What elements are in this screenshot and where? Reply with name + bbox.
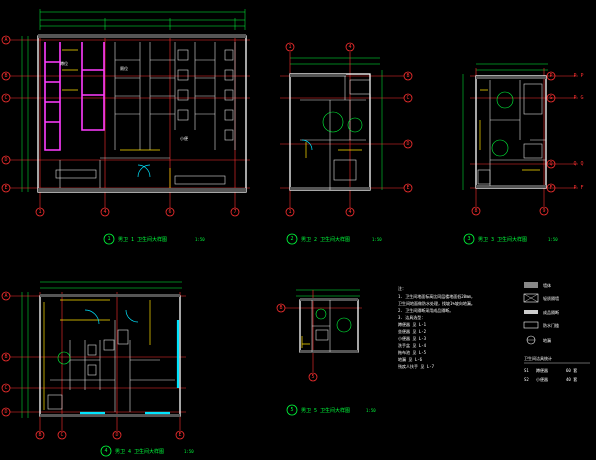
axis-label: Q (549, 161, 552, 167)
svg-text:小便: 小便 (180, 135, 188, 141)
note-line: 坐便器 见 L-2 (398, 328, 427, 334)
axis-label: A (4, 293, 7, 299)
svg-text:厕位: 厕位 (120, 65, 128, 71)
axis-label: G (580, 95, 583, 101)
legend-swatch-threshold (523, 321, 539, 329)
note-line: 2. 卫生间隔断采用成品隔断。 (398, 307, 453, 313)
legend-row-name: 小便器 (536, 376, 548, 382)
legend-label: 防水门槛 (543, 322, 559, 328)
legend-swatch-light-wall (523, 293, 539, 303)
axis-label: C (60, 432, 63, 438)
axis-label: Q (580, 161, 583, 167)
plan-title: 男卫 3 卫生间大样图 (478, 236, 527, 243)
plan-number: 1 (107, 236, 110, 242)
note-line: 蹲便器 见 L-1 (398, 321, 427, 327)
axis-label: G (549, 95, 552, 101)
legend-swatch-partition (524, 310, 538, 314)
plan-2: 1 4 B C D E 1 4 2 男卫 2 卫生间大样图 1:50 (280, 42, 413, 245)
axis-label: B (4, 354, 7, 360)
legend: 墙体 轻质隔墙 成品隔断 防水门槛 地漏 卫生间洁具统计 S1 蹲便器 60 套… (523, 282, 590, 382)
note-line: 拖布池 见 L-5 (398, 349, 427, 355)
axis-label: 4 (103, 209, 106, 215)
axis-label: D (406, 141, 409, 147)
plan-scale: 1:50 (548, 237, 558, 242)
axis-label: P (573, 73, 576, 79)
legend-label: 墙体 (543, 282, 551, 288)
plan-scale: 1:50 (372, 237, 382, 242)
axis-label: B (279, 305, 282, 311)
plan-title: 男卫 5 卫生间大样图 (301, 407, 350, 414)
plan-title: 男卫 4 卫生间大样图 (115, 448, 164, 455)
axis-label: C (406, 95, 409, 101)
plan-number: 3 (467, 236, 470, 242)
plan-number: 4 (104, 448, 107, 454)
axis-label: E (406, 185, 409, 191)
axis-label: Q (573, 161, 576, 167)
plan-number: 5 (290, 407, 293, 413)
note-line: 小便器 见 L-3 (398, 335, 427, 341)
plan-1: 蹲位 厕位 小便 A B C D E 1 4 6 7 1 男卫 1 卫生间大样图… (1, 9, 250, 245)
legend-label: 地漏 (543, 337, 551, 343)
note-line: 洗手盆 见 L-4 (398, 342, 427, 348)
axis-label: 4 (348, 44, 351, 50)
axis-label: E (4, 185, 7, 191)
plan-3: P G Q F P P P G Q Q P F 8 9 3 男卫 3 卫生间大样… (462, 63, 584, 245)
plan-5: B 5 5 男卫 5 卫生间大样图 1:50 (276, 289, 376, 416)
legend-row-name: 蹲便器 (536, 367, 548, 373)
axis-label: B (4, 73, 7, 79)
axis-label: A (4, 37, 7, 43)
svg-text:蹲位: 蹲位 (60, 60, 68, 66)
note-line: 卫生间地面做防水处理，找坡1%坡向地漏。 (398, 300, 475, 306)
axis-label: C (4, 385, 7, 391)
axis-label: 1 (288, 209, 291, 215)
general-notes: 注： 1. 卫生间地面标高比同层楼地面低20mm， 卫生间地面做防水处理，找坡1… (398, 285, 475, 369)
plan-scale: 1:50 (195, 237, 205, 242)
axis-label: P (573, 185, 576, 191)
legend-swatch-wall (524, 282, 538, 288)
axis-label: 1 (38, 209, 41, 215)
legend-row-code: S2 (524, 377, 529, 382)
axis-label: B (406, 73, 409, 79)
legend-row-code: S1 (524, 368, 529, 373)
axis-label: P (580, 73, 583, 79)
axis-label: P (573, 95, 576, 101)
plan-scale: 1:50 (366, 408, 376, 413)
notes-heading: 注： (398, 285, 406, 291)
plan-4: A B C D B C D E 4 男卫 4 卫生间大样图 1:50 (1, 281, 194, 457)
plan-title: 男卫 2 卫生间大样图 (301, 236, 350, 243)
axis-label: D (4, 409, 7, 415)
axis-label: 6 (168, 209, 171, 215)
plan-title: 男卫 1 卫生间大样图 (118, 236, 167, 243)
axis-label: F (580, 185, 583, 191)
legend-row-count: 40 套 (566, 376, 577, 382)
note-line: 残疾人扶手 见 L-7 (398, 363, 435, 369)
legend-label: 成品隔断 (543, 309, 559, 315)
axis-label: C (4, 95, 7, 101)
axis-label: D (115, 432, 118, 438)
legend-table-title: 卫生间洁具统计 (524, 355, 552, 361)
plan-number: 2 (290, 236, 293, 242)
note-line: 3. 洁具选型： (398, 314, 425, 320)
note-line: 1. 卫生间地面标高比同层楼地面低20mm， (398, 293, 475, 299)
axis-label: 4 (348, 209, 351, 215)
legend-label: 轻质隔墙 (543, 295, 559, 301)
axis-label: P (549, 73, 552, 79)
note-line: 地漏 见 L-6 (398, 356, 423, 362)
axis-label: E (178, 432, 181, 438)
axis-label: F (549, 185, 552, 191)
axis-label: D (4, 157, 7, 163)
legend-row-count: 60 套 (566, 367, 577, 373)
axis-label: 7 (233, 209, 236, 215)
axis-label: 1 (288, 44, 291, 50)
axis-label: B (38, 432, 41, 438)
axis-label: 8 (474, 208, 477, 214)
plan-scale: 1:50 (184, 449, 194, 454)
axis-label: 5 (311, 374, 314, 380)
axis-label: 9 (542, 208, 545, 214)
